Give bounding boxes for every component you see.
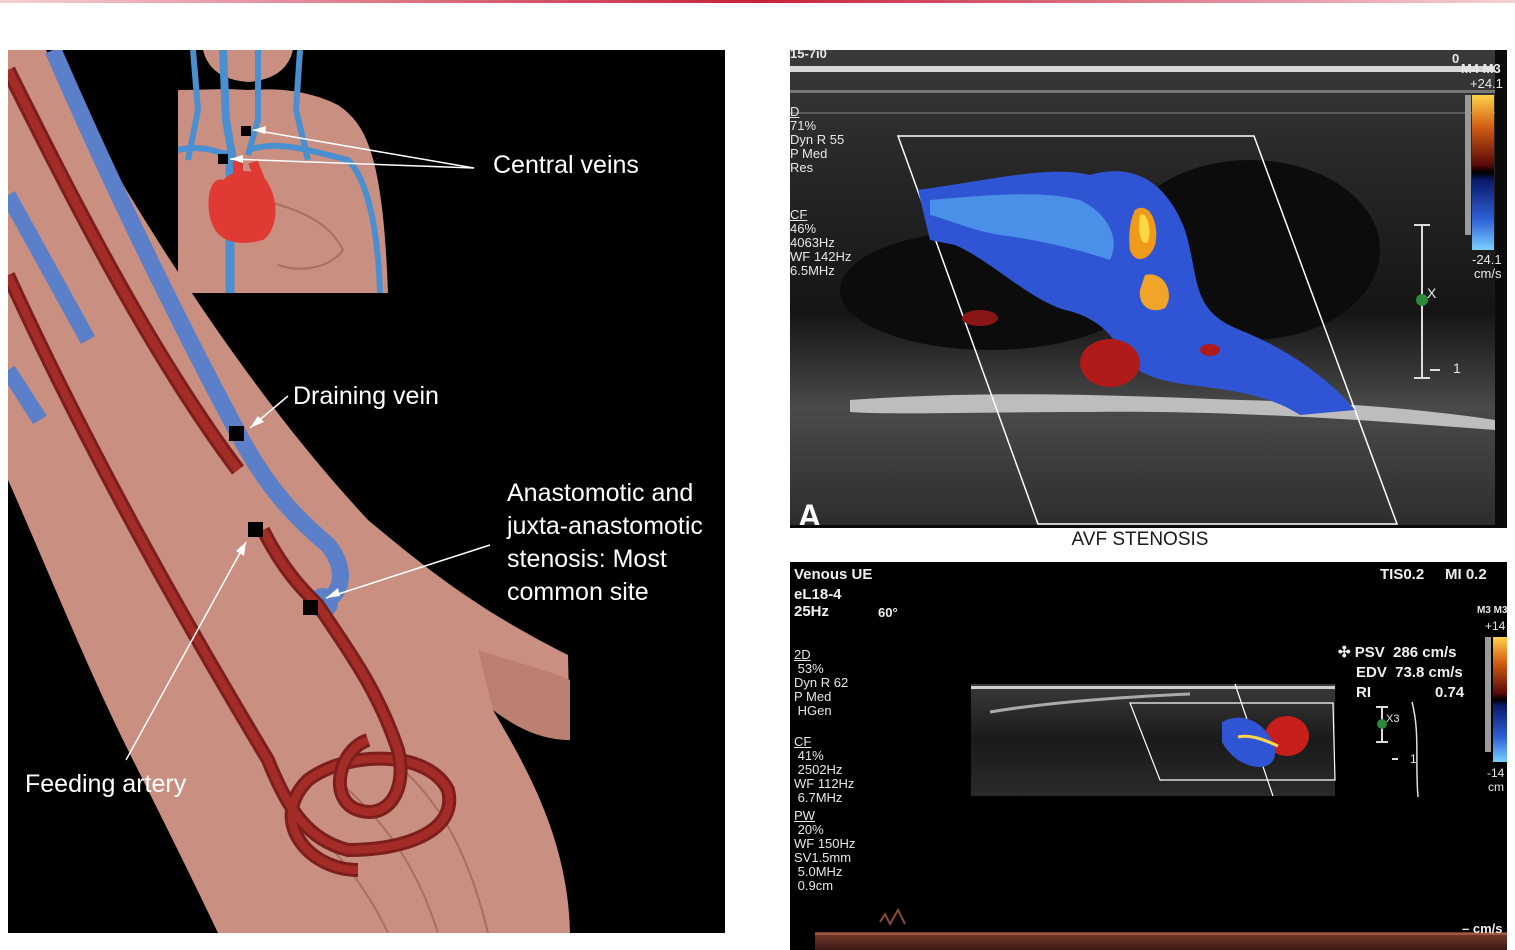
scale-unit-a: cm/s — [1474, 266, 1502, 281]
marker-x3: X3 — [1386, 713, 1400, 725]
label-anastomotic-1: Anastomotic and — [507, 479, 694, 507]
mi-label: MI 0.2 — [1445, 566, 1487, 583]
label-central-veins: Central veins — [493, 151, 639, 179]
d-section-a: D 71% Dyn R 55 P Med Res — [790, 104, 845, 175]
ultrasound-a-image — [790, 50, 1495, 528]
scale-bottom-a: -24.1 — [1472, 252, 1502, 267]
caption-avf-stenosis: AVF STENOSIS — [1071, 529, 1209, 550]
label-anastomotic-4: common site — [507, 578, 649, 606]
spectral-doppler-strip — [815, 932, 1507, 950]
marker-one-b: 1 — [1410, 752, 1417, 766]
pw-section: PW 20% WF 150Hz SV1.5mm 5.0MHz 0.9cm — [794, 808, 856, 893]
rate-label: 25Hz — [794, 603, 830, 620]
angle-label: 60° — [878, 605, 898, 620]
velocity-scale-a — [1472, 95, 1494, 250]
scale-unit-b: cm — [1488, 780, 1504, 794]
heart — [208, 171, 276, 243]
edv-readout: EDV 73.8 cm/s — [1356, 664, 1463, 681]
forearm-vein-outer — [8, 191, 96, 344]
marker-draining-vein — [229, 426, 244, 441]
artery-flow-red — [1080, 339, 1140, 387]
mode-label-b: M3 M3 — [1477, 605, 1507, 616]
avf-schematic-panel: Central veins Draining vein Anastomotic … — [8, 50, 725, 933]
arm-illustration — [8, 50, 570, 933]
cms-label: – cm/s — [1462, 921, 1503, 936]
top-accent-rule — [0, 0, 1515, 3]
depth-zero-a: 0 — [1452, 51, 1460, 66]
draining-vein — [45, 50, 349, 613]
ultrasound-panel-b: Venous UE eL18-4 25Hz 60° TIS0.2 MI 0.2 … — [790, 562, 1507, 950]
d2-section: 2D 53% Dyn R 62 P Med HGen — [794, 647, 849, 718]
label-draining-vein: Draining vein — [293, 382, 439, 410]
scale-top-a: +24.1 — [1470, 76, 1503, 91]
ultrasound-b-image — [815, 637, 1507, 950]
psv-readout: ✣ PSV 286 cm/s — [1338, 644, 1457, 661]
stenosis-flow-blue — [1222, 717, 1276, 767]
label-anastomotic-2: juxta-anastomotic — [507, 512, 703, 540]
probe-label-b: eL18-4 — [794, 586, 842, 603]
tis-label: TIS0.2 — [1380, 566, 1425, 583]
label-feeding-artery: Feeding artery — [25, 770, 187, 798]
marker-x-a: X — [1427, 285, 1437, 301]
bpm-label: *** bpm — [1447, 526, 1494, 541]
cf-section-a: CF 46% 4063Hz WF 142Hz 6.5MHz — [790, 207, 852, 278]
ri-value: 0.74 — [1435, 684, 1465, 701]
thumb — [478, 650, 570, 740]
ultrasound-panel-a: 15-7i0 0 M4 M3 +24.1 -24.1 cm/s D 71% Dy… — [790, 50, 1507, 552]
mode-label-a: M4 M3 — [1461, 61, 1501, 76]
velocity-scale-b — [1493, 637, 1507, 762]
exam-label: Venous UE — [794, 566, 873, 583]
label-anastomotic-3: stenosis: Most — [507, 545, 667, 573]
scale-bottom-b: -14 — [1487, 766, 1505, 780]
probe-label-a: 15-7i0 — [790, 50, 827, 61]
scale-top-b: +14 — [1485, 619, 1506, 633]
marker-anastomosis — [303, 600, 318, 615]
chest-inset — [178, 50, 388, 293]
ri-label: RI — [1356, 684, 1371, 701]
caption-bar: AVF STENOSIS — [790, 525, 1507, 553]
marker-one-a: 1 — [1453, 360, 1461, 376]
cf-section-b: CF 41% 2502Hz WF 112Hz 6.7MHz — [794, 734, 855, 805]
marker-feeding-artery — [248, 522, 263, 537]
